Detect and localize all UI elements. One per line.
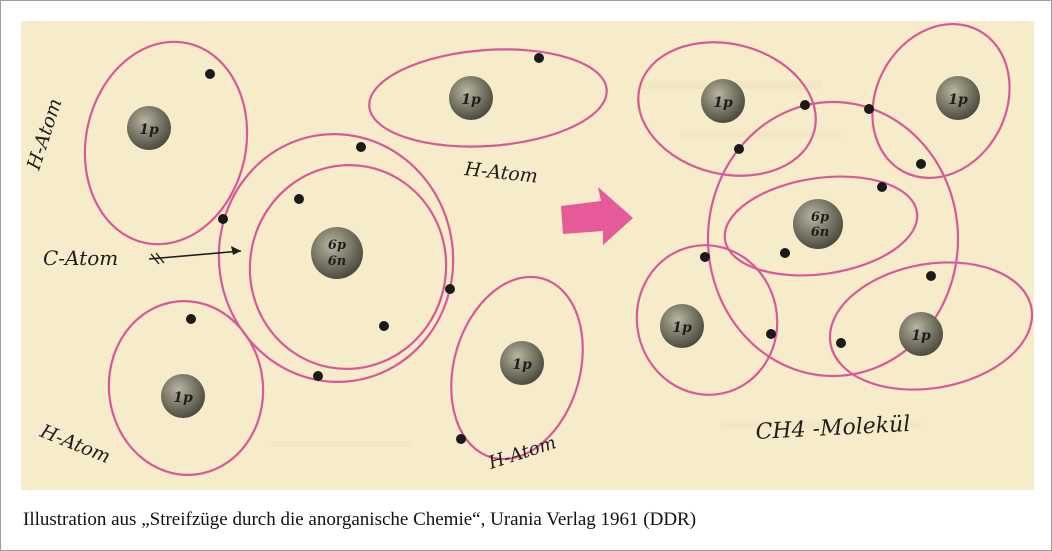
electron	[780, 248, 790, 258]
electron	[456, 434, 466, 444]
nucleus-label: 1p	[139, 122, 159, 138]
electron	[700, 252, 710, 262]
c-atom-label: C-Atom	[43, 246, 118, 270]
nucleus-label: 1p	[173, 390, 193, 406]
nucleus-label: 1p	[461, 92, 481, 108]
electron	[534, 53, 544, 63]
inner-orbit	[248, 164, 448, 370]
nucleus-label: 1p	[911, 328, 931, 344]
electron	[445, 284, 455, 294]
carbon-neutrons: 6n	[811, 225, 830, 240]
electron	[734, 144, 744, 154]
carbon-neutrons: 6n	[328, 254, 347, 269]
nucleus	[899, 312, 943, 356]
c-atom-pointer-tick	[155, 252, 165, 264]
nucleus	[311, 227, 363, 279]
electron	[186, 314, 196, 324]
electron	[800, 100, 810, 110]
nucleus	[660, 304, 704, 348]
electron	[205, 69, 215, 79]
nucleus-label: 1p	[948, 92, 968, 108]
illustration-svg: 1p H-Atom 1p H-Atom 6p 6n	[23, 22, 1034, 476]
nucleus	[500, 341, 544, 385]
carbon-protons: 6p	[328, 238, 346, 253]
h-orbit	[635, 244, 779, 396]
nucleus	[161, 374, 205, 418]
electron	[864, 104, 874, 114]
h-atom-label: H-Atom	[485, 432, 559, 474]
h-orbit	[871, 22, 1011, 180]
nucleus	[936, 76, 980, 120]
h-atom-bottom-center: 1p H-Atom	[450, 275, 584, 474]
methane-illustration: 1p H-Atom 1p H-Atom 6p 6n	[21, 21, 1034, 490]
nucleus-label: 1p	[672, 320, 692, 336]
orbit	[107, 300, 265, 476]
electron	[877, 182, 887, 192]
h-atom-top-left: 1p H-Atom	[23, 40, 249, 246]
paper-texture	[271, 81, 921, 447]
electron	[916, 159, 926, 169]
orbit	[368, 48, 608, 148]
h-orbit	[828, 261, 1034, 391]
electron	[294, 194, 304, 204]
c-atom: 6p 6n C-Atom	[43, 133, 455, 383]
orbit	[83, 40, 249, 246]
figure-caption: Illustration aus „Streifzüge durch die a…	[23, 509, 697, 530]
nucleus	[793, 199, 843, 249]
h-atom-label: H-Atom	[23, 96, 67, 174]
electron	[218, 214, 228, 224]
h-atom-label: H-Atom	[36, 420, 113, 468]
electron	[926, 271, 936, 281]
h-atom-label: H-Atom	[462, 158, 538, 188]
c-atom-pointer-arrow	[148, 250, 242, 260]
reaction-arrow	[561, 187, 633, 245]
c-atom-pointer-head	[231, 246, 241, 255]
electron	[766, 329, 776, 339]
nucleus-label: 1p	[512, 357, 532, 373]
carbon-inner-orbit	[723, 175, 919, 277]
carbon-protons: 6p	[811, 210, 829, 225]
electron	[313, 371, 323, 381]
nucleus-label: 1p	[713, 95, 733, 111]
electron	[379, 321, 389, 331]
molecule-label: CH4 -Molekül	[755, 412, 911, 445]
nucleus	[449, 76, 493, 120]
electron	[836, 338, 846, 348]
outer-orbit	[217, 133, 455, 383]
h-orbit	[637, 41, 817, 177]
h-atom-top-center: 1p H-Atom	[368, 48, 608, 188]
orbit	[450, 275, 584, 461]
nucleus	[127, 106, 171, 150]
nucleus	[701, 79, 745, 123]
electron	[356, 142, 366, 152]
carbon-outer-orbit	[706, 100, 960, 378]
c-atom-pointer-tick	[150, 253, 160, 265]
